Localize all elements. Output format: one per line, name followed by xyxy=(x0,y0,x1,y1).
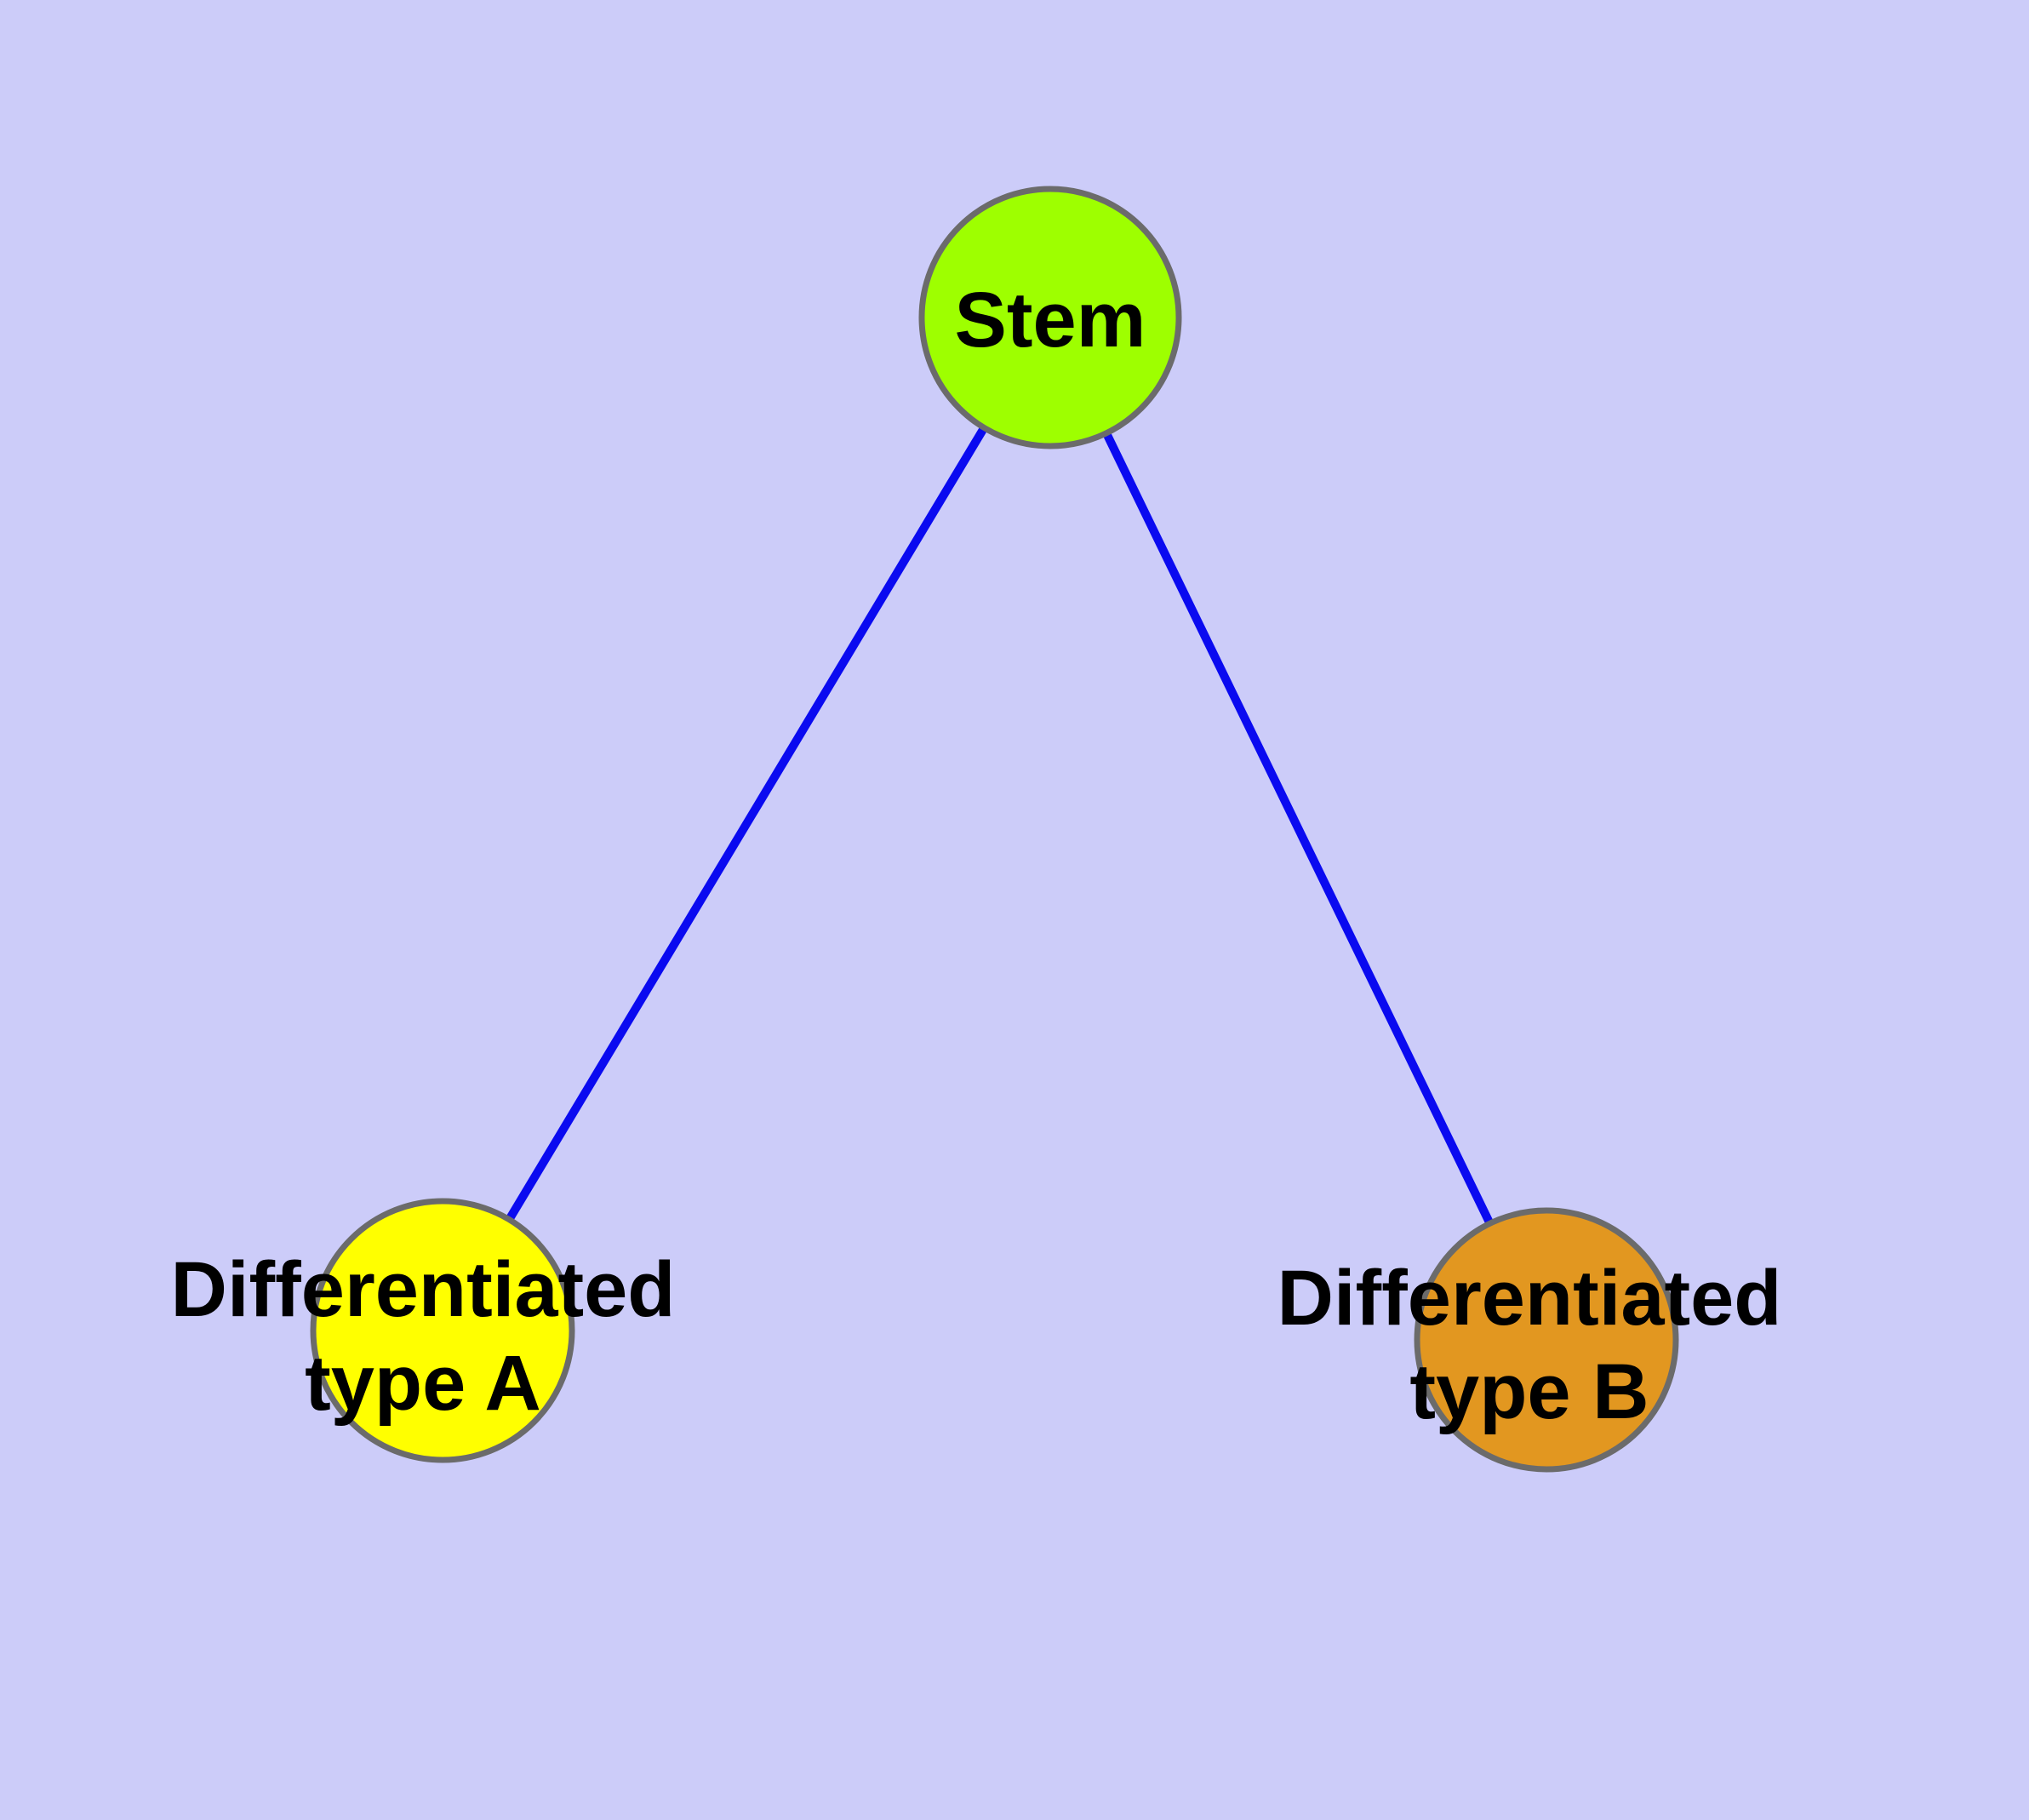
labels-layer: Stem Differentiated type A Differentiate… xyxy=(171,277,1782,1435)
nodes-layer xyxy=(310,186,1679,1473)
node-differentiated-type-a-label-line2: type A xyxy=(305,1340,541,1427)
edge-stem-to-type-b[interactable] xyxy=(1046,315,1551,1342)
edges-layer xyxy=(438,315,1551,1342)
node-differentiated-type-b-label-line1: Differentiated xyxy=(1277,1255,1782,1342)
node-differentiated-type-b-circle[interactable] xyxy=(1414,1207,1679,1473)
edge-stem-to-type-a[interactable] xyxy=(438,315,1055,1333)
node-differentiated-type-b-label-line2: type B xyxy=(1409,1348,1649,1435)
node-stem-circle[interactable] xyxy=(918,186,1182,449)
node-differentiated-type-a-label-line1: Differentiated xyxy=(171,1246,676,1333)
node-stem-label: Stem xyxy=(955,277,1146,363)
node-differentiated-type-a-circle[interactable] xyxy=(310,1198,575,1463)
